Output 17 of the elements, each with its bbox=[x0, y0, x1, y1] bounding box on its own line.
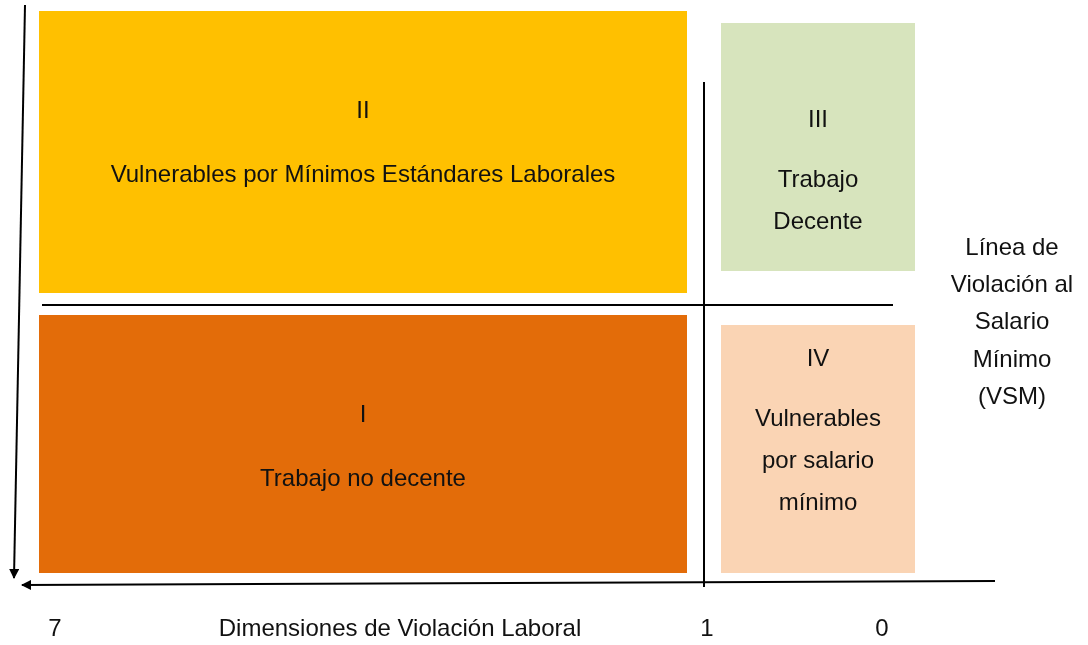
quadrant-title: Vulnerables por Mínimos Estándares Laborales bbox=[110, 159, 616, 189]
quadrant-number: IV bbox=[806, 343, 830, 373]
quadrant-number: II bbox=[356, 95, 370, 125]
quadrant-title: Vulnerables por salario mínimo bbox=[754, 403, 882, 517]
axis-tick-label: 1 bbox=[699, 613, 715, 643]
quadrant-box bbox=[39, 315, 687, 573]
quadrant-box bbox=[721, 23, 915, 271]
quadrant-title: Trabajo no decente bbox=[260, 463, 466, 493]
line-annotation: Línea de Violación al Salario Mínimo (VSM) bbox=[949, 232, 1075, 411]
quadrant-box bbox=[39, 11, 687, 293]
axis-tick-label: 7 bbox=[47, 613, 63, 643]
axis-tick-label: 0 bbox=[874, 613, 890, 643]
axis-title: Dimensiones de Violación Laboral bbox=[217, 613, 583, 643]
quadrant-number: III bbox=[808, 104, 828, 134]
quadrant-title: Trabajo Decente bbox=[772, 164, 864, 236]
quadrant-number: I bbox=[359, 399, 367, 429]
quadrant-box bbox=[721, 325, 915, 573]
